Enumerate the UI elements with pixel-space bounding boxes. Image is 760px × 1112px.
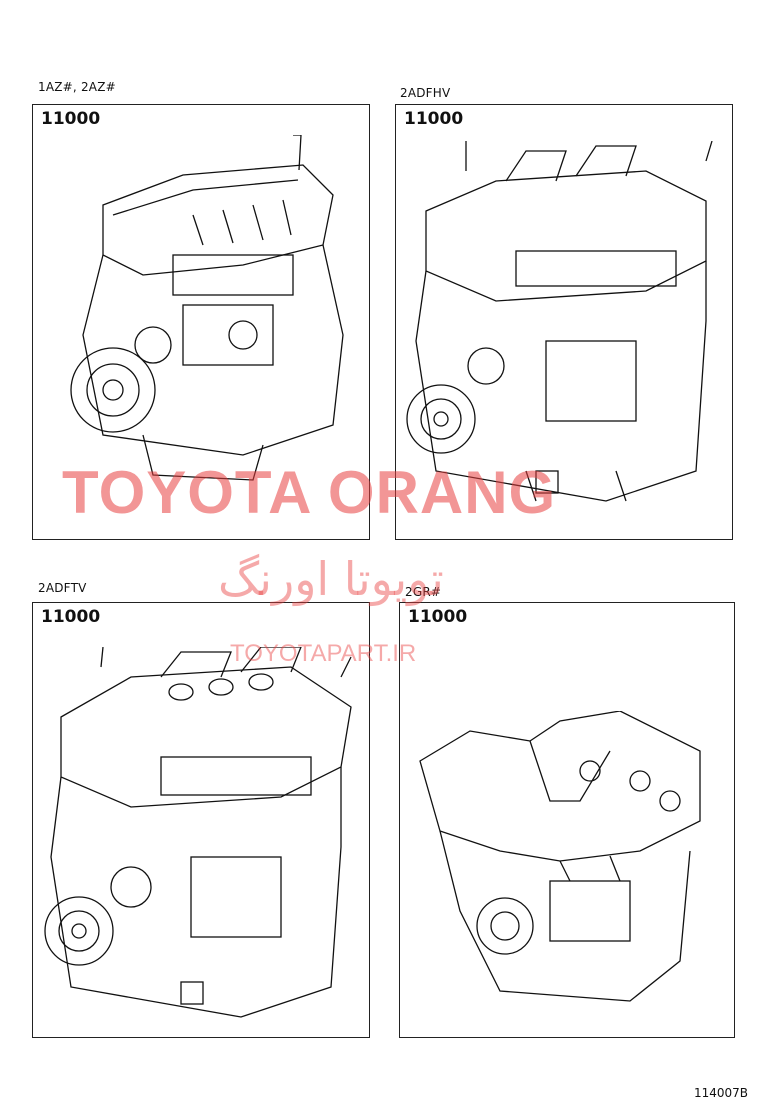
engine-illustration-2	[406, 141, 713, 502]
watermark-persian: تویوتا اورنگ	[218, 552, 444, 606]
watermark-site: TOYOTAPART.IR	[230, 640, 417, 667]
panel-1: 11000	[32, 104, 370, 540]
engine-illustration-4	[419, 711, 701, 1002]
panel-3-caption: 2ADFTV	[38, 581, 87, 595]
panel-2-caption: 2ADFHV	[400, 86, 451, 100]
part-number-1[interactable]: 11000	[41, 109, 101, 129]
part-number-3[interactable]: 11000	[41, 607, 101, 627]
panel-4: 11000	[399, 602, 735, 1038]
panel-2: 11000	[395, 104, 733, 540]
part-number-2[interactable]: 11000	[404, 109, 464, 129]
panel-3: 11000	[32, 602, 370, 1038]
panel-4-caption: 2GR#	[405, 585, 442, 599]
watermark-main: TOYOTA ORANG	[62, 459, 557, 526]
engine-illustration-3	[44, 647, 352, 1018]
engine-illustration-1	[70, 135, 344, 481]
figure-number: 114007B	[693, 1086, 748, 1100]
part-number-4[interactable]: 11000	[408, 607, 468, 627]
panel-1-caption: 1AZ#, 2AZ#	[38, 80, 116, 94]
